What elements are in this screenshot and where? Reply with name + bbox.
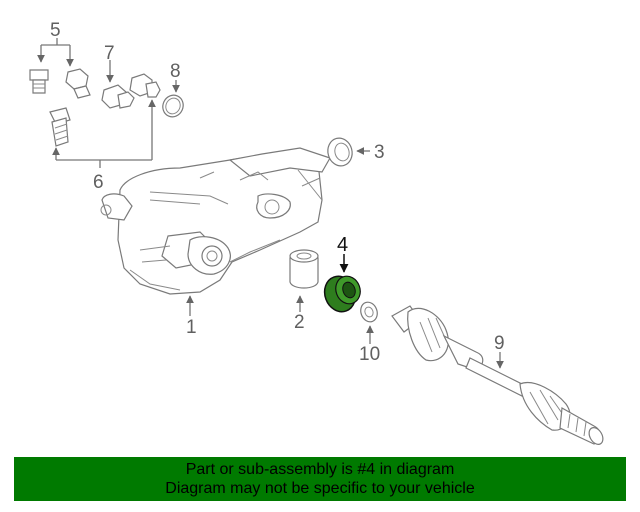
part-5-plug-a [29,69,49,94]
callout-5: 5 [50,20,61,41]
callout-4: 4 [337,234,348,256]
part-10-washer [360,301,378,344]
callout-10: 10 [359,344,380,365]
part-1-differential-housing [100,147,331,295]
part-7-plug-b [129,73,161,98]
part-9-axle-shaft [391,305,604,445]
part-7-plug-a [101,84,135,109]
banner-line-1: Part or sub-assembly is #4 in diagram [185,461,455,478]
callout-2: 2 [294,312,305,333]
callout-8: 8 [170,61,181,82]
callout-7: 7 [104,43,115,64]
info-banner: Part or sub-assembly is #4 in diagram Di… [14,457,626,501]
bracket-5 [37,38,74,67]
part-8-oring [162,80,184,118]
part-5-plug-b [65,68,91,99]
bracket-6 [52,99,156,168]
callout-9: 9 [494,333,505,354]
callout-3: 3 [374,142,385,163]
callout-1: 1 [186,317,197,338]
parts-diagram: 5 7 8 6 3 4 1 2 10 9 [29,20,604,445]
part-2-bushing [289,249,319,312]
banner-line-2: Diagram may not be specific to your vehi… [165,480,475,497]
part-4-seal-highlighted [323,254,361,313]
part-3-seal [327,137,370,167]
callout-6: 6 [93,172,104,193]
part-6-bolt [49,107,71,147]
